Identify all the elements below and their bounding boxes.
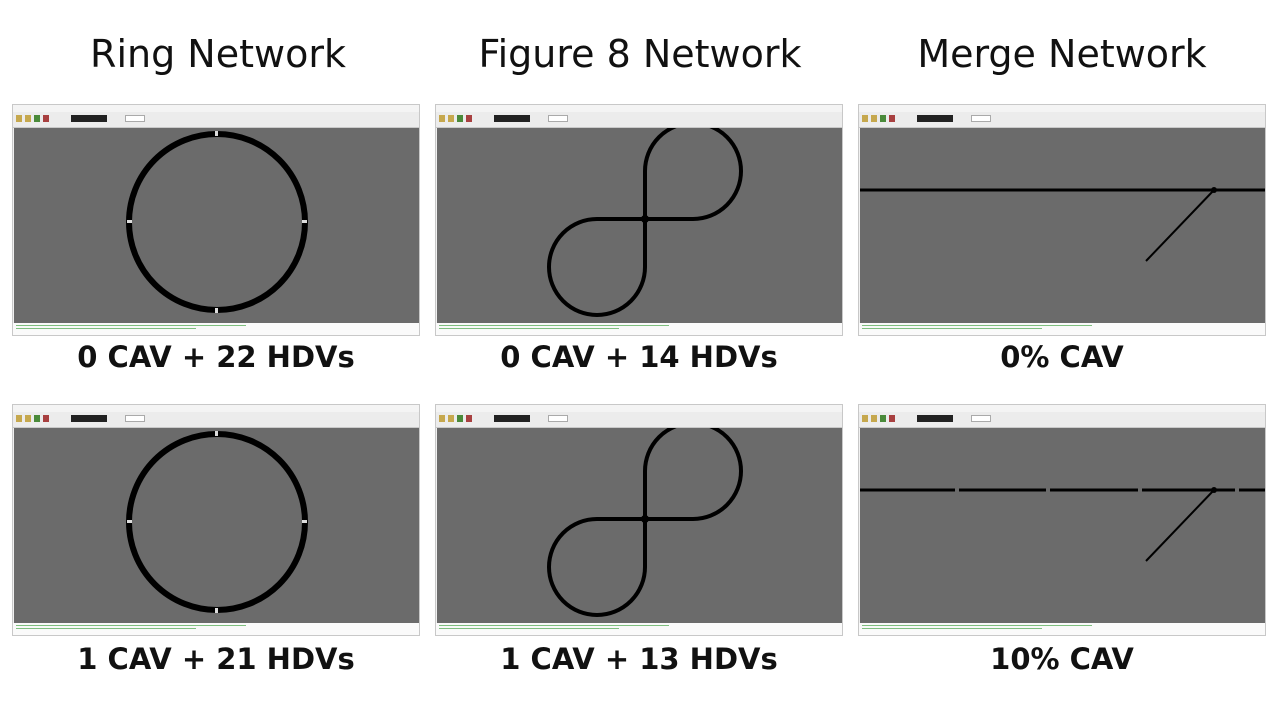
merge-bottom-caption: 10% CAV xyxy=(990,642,1134,676)
delay-field[interactable] xyxy=(971,115,991,122)
toolbar xyxy=(13,412,419,428)
play-icon[interactable] xyxy=(880,115,886,122)
figure8-sim-window-bottom xyxy=(435,404,843,636)
ring-network-title: Ring Network xyxy=(90,32,346,76)
message-log xyxy=(436,323,842,335)
ring-bottom-caption: 1 CAV + 21 HDVs xyxy=(77,642,355,676)
reload-icon[interactable] xyxy=(25,415,31,422)
stop-icon[interactable] xyxy=(466,415,472,422)
message-log xyxy=(13,623,419,635)
simulation-canvas[interactable] xyxy=(14,428,419,624)
stop-icon[interactable] xyxy=(889,415,895,422)
ring-sim-window-bottom xyxy=(12,404,420,636)
stop-icon[interactable] xyxy=(889,115,895,122)
toolbar xyxy=(436,112,842,128)
simulation-canvas[interactable] xyxy=(437,428,842,624)
stop-icon[interactable] xyxy=(466,115,472,122)
merge-top-caption: 0% CAV xyxy=(1000,340,1124,374)
figure8-bottom-caption: 1 CAV + 13 HDVs xyxy=(500,642,778,676)
simulation-canvas[interactable] xyxy=(860,428,1265,624)
figure8-top-caption: 0 CAV + 14 HDVs xyxy=(500,340,778,374)
toolbar xyxy=(859,112,1265,128)
delay-field[interactable] xyxy=(971,415,991,422)
stop-icon[interactable] xyxy=(43,415,49,422)
view-selector[interactable] xyxy=(494,415,530,422)
view-selector[interactable] xyxy=(494,115,530,122)
figure8-network-title: Figure 8 Network xyxy=(478,32,802,76)
on-ramp xyxy=(1145,189,1215,262)
play-icon[interactable] xyxy=(34,115,40,122)
reload-icon[interactable] xyxy=(871,415,877,422)
open-icon[interactable] xyxy=(16,415,22,422)
play-icon[interactable] xyxy=(457,415,463,422)
stop-icon[interactable] xyxy=(43,115,49,122)
play-icon[interactable] xyxy=(457,115,463,122)
delay-field[interactable] xyxy=(548,115,568,122)
merge-sim-window-top xyxy=(858,104,1266,336)
view-selector[interactable] xyxy=(71,115,107,122)
message-log xyxy=(859,323,1265,335)
delay-field[interactable] xyxy=(125,115,145,122)
view-selector[interactable] xyxy=(71,415,107,422)
reload-icon[interactable] xyxy=(871,115,877,122)
simulation-canvas[interactable] xyxy=(437,128,842,324)
toolbar xyxy=(859,412,1265,428)
on-ramp xyxy=(1145,489,1215,562)
delay-field[interactable] xyxy=(548,415,568,422)
figure8-road xyxy=(547,128,743,317)
open-icon[interactable] xyxy=(439,115,445,122)
ring-road xyxy=(126,431,308,613)
simulation-canvas[interactable] xyxy=(860,128,1265,324)
ring-sim-window-top xyxy=(12,104,420,336)
figure8-road xyxy=(547,428,743,617)
figure8-sim-window-top xyxy=(435,104,843,336)
merge-sim-window-bottom xyxy=(858,404,1266,636)
open-icon[interactable] xyxy=(862,115,868,122)
view-selector[interactable] xyxy=(917,115,953,122)
reload-icon[interactable] xyxy=(448,415,454,422)
reload-icon[interactable] xyxy=(448,115,454,122)
ring-top-caption: 0 CAV + 22 HDVs xyxy=(77,340,355,374)
message-log xyxy=(859,623,1265,635)
delay-field[interactable] xyxy=(125,415,145,422)
message-log xyxy=(13,323,419,335)
play-icon[interactable] xyxy=(880,415,886,422)
toolbar xyxy=(436,412,842,428)
reload-icon[interactable] xyxy=(25,115,31,122)
play-icon[interactable] xyxy=(34,415,40,422)
ring-road xyxy=(126,131,308,313)
open-icon[interactable] xyxy=(16,115,22,122)
simulation-canvas[interactable] xyxy=(14,128,419,324)
toolbar xyxy=(13,112,419,128)
open-icon[interactable] xyxy=(862,415,868,422)
message-log xyxy=(436,623,842,635)
merge-network-title: Merge Network xyxy=(917,32,1207,76)
open-icon[interactable] xyxy=(439,415,445,422)
view-selector[interactable] xyxy=(917,415,953,422)
